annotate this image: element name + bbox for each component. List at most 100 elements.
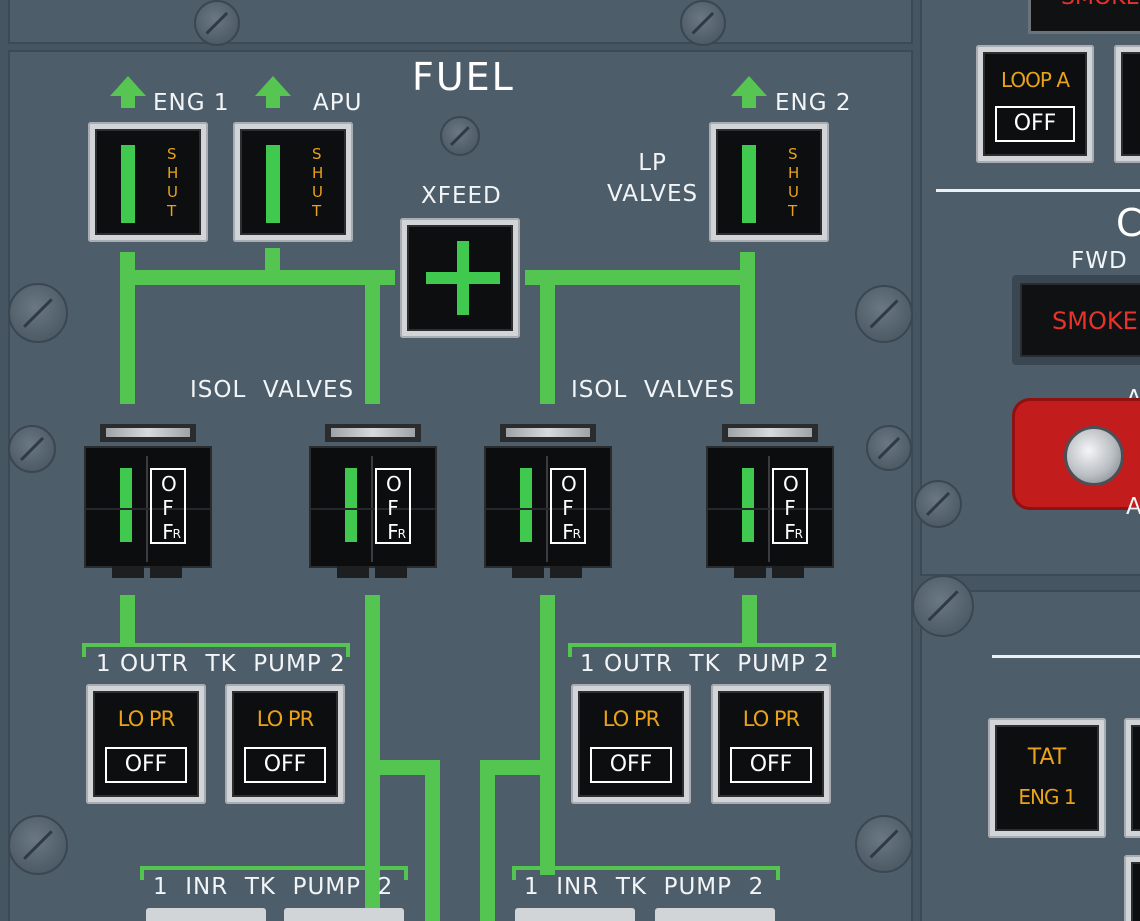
panel-title: FUEL — [412, 55, 515, 99]
outr-pump-bracket-left — [82, 643, 350, 647]
top-strip-panel — [8, 0, 913, 44]
isol-valve-switch-1[interactable]: OFF R — [84, 420, 212, 582]
tat-eng-label: ENG 1 — [1018, 785, 1076, 809]
pump-off-indicator: OFF — [730, 747, 812, 783]
loop-a-switch[interactable]: LOOP A OFF — [976, 45, 1094, 163]
inr-pump-bracket-left — [140, 866, 144, 880]
shut-indicator: SHUT — [312, 145, 324, 220]
outr-pump-bracket-right — [568, 643, 836, 647]
loop-b-switch[interactable] — [1114, 45, 1140, 163]
isol-sub-text: R — [794, 527, 803, 541]
screw-icon — [866, 425, 912, 471]
eng2-lp-valve-switch[interactable]: SHUT — [709, 122, 829, 242]
screw-icon — [855, 815, 913, 873]
probe-switch-partial[interactable] — [1124, 855, 1140, 921]
inr-tk-pump-label-left: 1 INR TK PUMP 2 — [153, 874, 394, 900]
inr-pump-1-switch-left[interactable] — [146, 908, 266, 921]
isol-off-text: OFF — [561, 472, 577, 544]
xfeed-label: XFEED — [421, 183, 502, 209]
isol-valves-label-left: ISOL VALVES — [190, 377, 355, 403]
flow-line — [365, 595, 380, 921]
screw-icon — [8, 425, 56, 473]
loop-a-label: LOOP A — [1000, 68, 1070, 92]
isol-sub-text: R — [572, 527, 581, 541]
outr-pump-bracket-left — [82, 643, 86, 657]
fwd-smoke-text: SMOKE — [1052, 307, 1138, 335]
lo-pr-indicator: LO PR — [256, 707, 314, 731]
screw-icon — [912, 575, 974, 637]
top-smoke-indicator: SMOKE — [1028, 0, 1140, 34]
isol-valve-switch-4[interactable]: OFF R — [706, 420, 834, 582]
isol-sub-text: R — [397, 527, 406, 541]
isol-valve-switch-3[interactable]: OFF R — [484, 420, 612, 582]
apu-label: APU — [313, 90, 363, 116]
isol-valve-switch-2[interactable]: OFF R — [309, 420, 437, 582]
pump-off-indicator: OFF — [105, 747, 187, 783]
tat-label: TAT — [1027, 745, 1067, 770]
xfeed-switch[interactable] — [400, 218, 520, 338]
inr-pump-2-switch-right[interactable] — [655, 908, 775, 921]
isol-off-indicator: OFF R — [772, 468, 808, 544]
loop-a-off-indicator: OFF — [995, 106, 1075, 142]
outr-pump-1-switch-right[interactable]: LO PR OFF — [571, 684, 691, 804]
flow-line — [120, 252, 135, 404]
flow-line — [120, 270, 395, 285]
outr-pump-2-switch-left[interactable]: LO PR OFF — [225, 684, 345, 804]
shut-indicator: SHUT — [788, 145, 800, 220]
section-heading: C — [1116, 201, 1140, 245]
flow-line — [540, 595, 555, 875]
section-divider — [992, 655, 1140, 658]
apu-lp-valve-switch[interactable]: SHUT — [233, 122, 353, 242]
isol-off-indicator: OFF R — [375, 468, 411, 544]
inr-pump-bracket-right — [512, 866, 780, 870]
eng1-lp-valve-switch[interactable]: SHUT — [88, 122, 208, 242]
inr-pump-1-switch-right[interactable] — [515, 908, 635, 921]
screw-icon — [8, 815, 68, 875]
flow-line — [425, 760, 440, 921]
isol-off-indicator: OFF R — [550, 468, 586, 544]
fwd-label: FWD — [1071, 248, 1128, 274]
screw-icon — [440, 116, 480, 156]
isol-sub-text: R — [172, 527, 181, 541]
lo-pr-indicator: LO PR — [117, 707, 175, 731]
lo-pr-indicator: LO PR — [742, 707, 800, 731]
up-arrow-icon — [731, 76, 767, 112]
flow-line — [525, 270, 753, 285]
outr-pump-bracket-right — [568, 643, 572, 657]
inr-tk-pump-label-right: 1 INR TK PUMP 2 — [524, 874, 765, 900]
isol-off-text: OFF — [161, 472, 177, 544]
inr-pump-2-switch-left[interactable] — [284, 908, 404, 921]
outr-pump-bracket-right — [832, 643, 836, 657]
outr-tk-pump-label-right: 1 OUTR TK PUMP 2 — [580, 651, 830, 677]
isol-off-text: OFF — [783, 472, 799, 544]
screw-icon — [680, 0, 726, 46]
eng1-label: ENG 1 — [153, 90, 230, 116]
screw-icon — [914, 480, 962, 528]
outr-pump-2-switch-right[interactable]: LO PR OFF — [711, 684, 831, 804]
screw-icon — [855, 285, 913, 343]
outr-tk-pump-label-left: 1 OUTR TK PUMP 2 — [96, 651, 346, 677]
inr-pump-bracket-left — [404, 866, 408, 880]
inr-pump-bracket-right — [776, 866, 780, 880]
tat-probe-switch[interactable]: TAT ENG 1 — [988, 718, 1106, 838]
toggle-bottom-label: A — [1126, 494, 1140, 520]
isol-valves-label-right: ISOL VALVES — [571, 377, 736, 403]
flow-line — [742, 595, 757, 645]
flow-line — [365, 270, 380, 404]
tat-probe-switch-2[interactable] — [1124, 718, 1140, 838]
isol-off-indicator: OFF R — [150, 468, 186, 544]
pump-off-indicator: OFF — [244, 747, 326, 783]
lo-pr-indicator: LO PR — [602, 707, 660, 731]
inr-pump-bracket-right — [512, 866, 516, 880]
guarded-toggle-switch[interactable] — [1012, 398, 1140, 510]
isol-off-text: OFF — [386, 472, 402, 544]
flow-line — [120, 595, 135, 645]
inr-pump-bracket-left — [140, 866, 408, 870]
flow-line — [365, 760, 440, 775]
outr-pump-1-switch-left[interactable]: LO PR OFF — [86, 684, 206, 804]
fwd-smoke-indicator: SMOKE — [1012, 275, 1140, 365]
flow-line — [540, 270, 555, 404]
outr-pump-bracket-left — [346, 643, 350, 657]
screw-icon — [8, 283, 68, 343]
